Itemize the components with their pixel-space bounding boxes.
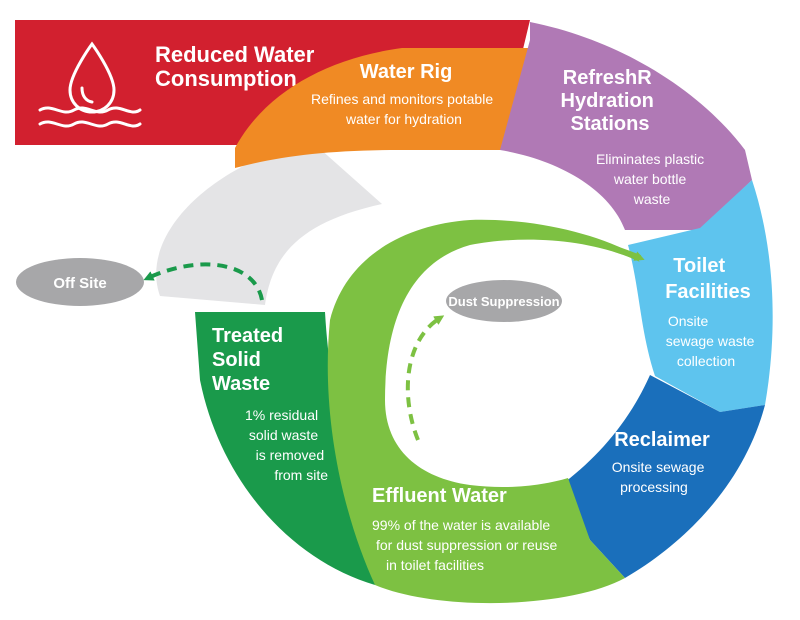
toilet-facilities-shape [628,180,773,412]
effluent-desc-line: for dust suppression or reuse [376,537,558,553]
reclaimer-shape [565,375,765,578]
svg-text:Eliminates plastic water: Eliminates plastic water bottle waste [596,151,708,207]
refreshr-shape [500,22,752,230]
effluent-water-shape [327,219,640,604]
refreshr-desc-line: Eliminates plastic [596,151,704,167]
refreshr-title-line: RefreshR [563,67,652,89]
svg-text:RefreshR Hydration: RefreshR Hydration Stations [561,67,660,135]
segment-toilet-facilities: Toilet Facilities Onsite sewage waste co… [628,180,773,412]
dust-dashed-arrow [405,315,445,441]
segment-refreshr: RefreshR Hydration Stations Eliminates p… [500,22,752,230]
off-site-group: Off Site [16,258,264,306]
toilet-desc-line: sewage waste [666,333,755,349]
dust-suppression-label: Dust Suppression [448,294,559,309]
dust-suppression-pill [446,280,562,322]
water-rig-desc-line: water for hydration [345,111,462,127]
toilet-title-line: Toilet [673,255,725,277]
svg-text:99% of the water is available: 99% of the water is available for dust s… [372,517,561,573]
water-rig-title: Water Rig [360,61,453,83]
treated-desc-line: 1% residual [245,407,318,423]
svg-text:Toilet Facilities: Toilet Facilities [665,255,751,303]
treated-title-line: Treated [212,325,283,347]
reclaimer-title: Reclaimer [614,429,710,451]
arrow-to-toilet [559,233,645,261]
toilet-title-line: Facilities [665,281,751,303]
svg-text:Refines and monitors potable: Refines and monitors potable water for h… [311,91,497,127]
reclaimer-desc-line: Onsite sewage [612,459,705,475]
water-rig-desc-line: Refines and monitors potable [311,91,493,107]
treated-desc-line: is removed [256,447,324,463]
toilet-desc-line: collection [677,353,735,369]
refreshr-title-line: Stations [571,113,650,135]
water-drop-icon [38,41,142,128]
off-site-dashed-arrow [143,262,264,301]
effluent-desc-line: in toilet facilities [386,557,484,573]
reduced-title-line: Consumption [155,66,297,91]
reduced-title-line: Reduced Water [155,42,315,67]
dust-suppression-group: Dust Suppression [405,280,562,441]
effluent-title: Effluent Water [372,485,507,507]
segment-effluent-water: Effluent Water 99% of the water is avail… [327,219,640,604]
svg-text:Treated Solid Wast: Treated Solid Waste [212,325,289,395]
treated-title-line: Solid [212,349,261,371]
svg-text:1% residual solid waste: 1% residual solid waste is removed from … [245,407,328,483]
toilet-desc-line: Onsite [668,313,709,329]
svg-text:Reduced Water Consumptio: Reduced Water Consumption [155,42,320,91]
off-site-pill [16,258,144,306]
treated-desc-line: from site [274,467,328,483]
off-site-label: Off Site [53,275,106,292]
refreshr-desc-line: water bottle [613,171,687,187]
water-rig-shape [235,48,530,168]
reclaimer-desc-line: processing [620,479,688,495]
effluent-desc-line: 99% of the water is available [372,517,550,533]
segment-reclaimer: Reclaimer Onsite sewage processing [565,375,765,578]
gray-ring-arc [156,140,382,305]
treated-title-line: Waste [212,373,270,395]
svg-text:Onsite sewage processing: Onsite sewage processing [612,459,709,495]
treated-desc-line: solid waste [249,427,318,443]
refreshr-title-line: Hydration [561,90,654,112]
svg-text:Onsite sewage waste: Onsite sewage waste collection [666,313,759,369]
segment-water-rig: Water Rig Refines and monitors potable w… [235,48,530,168]
refreshr-desc-line: waste [633,191,671,207]
